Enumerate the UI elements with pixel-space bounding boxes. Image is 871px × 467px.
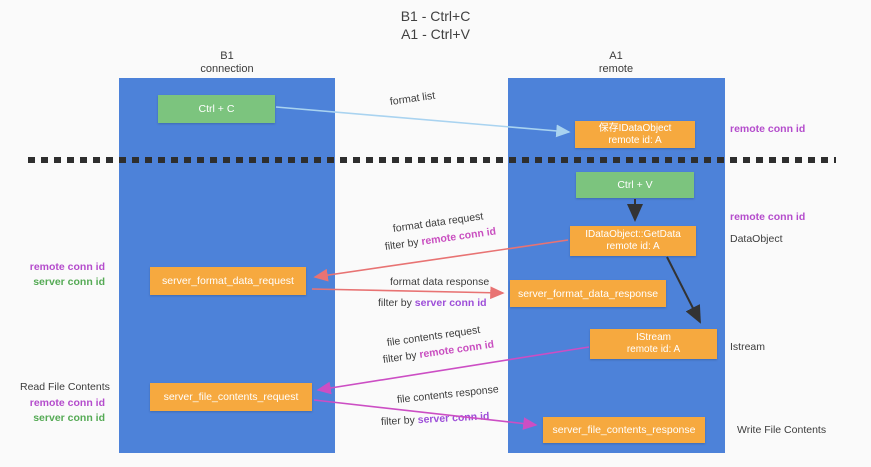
server-format-data-request-box: server_format_data_request bbox=[150, 267, 306, 295]
ctrl-v-box: Ctrl + V bbox=[576, 172, 694, 198]
server-file-contents-request-label: server_file_contents_request bbox=[163, 391, 299, 403]
server-conn-id-text: server conn id bbox=[414, 297, 487, 309]
save-idataobject-label: 保存IDataObject bbox=[598, 122, 672, 134]
right-remote-conn-id-mid: remote conn id bbox=[730, 211, 806, 223]
istream-annotation: Istream bbox=[730, 341, 766, 353]
format-data-response-arrow bbox=[311, 286, 505, 300]
right-remote-conn-id-top: remote conn id bbox=[730, 123, 806, 135]
istream-box: IStream remote id: A bbox=[590, 329, 717, 359]
filter-by-server-conn-id-1: filter by server conn id bbox=[378, 297, 487, 309]
filter-by-text: filter by bbox=[382, 348, 421, 366]
file-contents-response-label: file contents response bbox=[396, 383, 500, 406]
format-data-response-label: format data response bbox=[390, 276, 490, 288]
lane-a1-name: A1 bbox=[609, 50, 623, 62]
server-format-data-response-box: server_format_data_response bbox=[510, 280, 666, 307]
filter-by-server-conn-id-2: filter by server conn id bbox=[381, 410, 490, 428]
lane-header-b1: B1 connection bbox=[119, 50, 335, 76]
lane-header-a1: A1 remote bbox=[508, 50, 724, 76]
phase-separator-dashed-line bbox=[28, 157, 836, 163]
server-conn-id-text: server conn id bbox=[417, 410, 490, 427]
save-idataobject-box: 保存IDataObject remote id: A bbox=[575, 121, 695, 148]
read-file-contents-annotation: Read File Contents bbox=[20, 381, 110, 393]
save-idataobject-remote-id: remote id: A bbox=[608, 134, 662, 146]
left-remote-conn-id-1: remote conn id bbox=[29, 261, 105, 273]
diagram-title-line2: A1 - Ctrl+V bbox=[401, 26, 470, 42]
istream-remote-id: remote id: A bbox=[626, 344, 681, 355]
ctrl-v-label: Ctrl + V bbox=[617, 179, 653, 191]
getdata-label: IDataObject::GetData bbox=[585, 229, 681, 240]
server-format-data-request-label: server_format_data_request bbox=[162, 275, 294, 287]
ctrl-c-label: Ctrl + C bbox=[198, 103, 235, 115]
idataobject-getdata-box: IDataObject::GetData remote id: A bbox=[570, 226, 696, 256]
write-file-contents-annotation: Write File Contents bbox=[737, 424, 827, 436]
getdata-remote-id: remote id: A bbox=[606, 241, 660, 252]
format-list-label: format list bbox=[389, 89, 436, 108]
left-server-conn-id-1: server conn id bbox=[33, 276, 105, 288]
lane-b1-subtitle: connection bbox=[200, 63, 254, 75]
lane-b1-name: B1 bbox=[220, 50, 234, 62]
dataobject-annotation: DataObject bbox=[730, 233, 783, 245]
server-format-data-response-label: server_format_data_response bbox=[517, 287, 659, 300]
filter-by-text: filter by bbox=[380, 414, 419, 428]
istream-label: IStream bbox=[635, 332, 671, 343]
filter-by-text: filter by bbox=[378, 297, 415, 309]
server-file-contents-response-label: server_file_contents_response bbox=[552, 424, 696, 436]
server-file-contents-response-box: server_file_contents_response bbox=[543, 417, 705, 443]
diagram-title-line1: B1 - Ctrl+C bbox=[400, 8, 471, 24]
server-file-contents-request-box: server_file_contents_request bbox=[150, 383, 312, 411]
left-remote-conn-id-2: remote conn id bbox=[29, 397, 105, 409]
lane-a1-subtitle: remote bbox=[598, 63, 634, 75]
ctrl-c-box: Ctrl + C bbox=[158, 95, 275, 123]
filter-by-text: filter by bbox=[384, 235, 423, 253]
left-server-conn-id-2: server conn id bbox=[33, 412, 105, 424]
